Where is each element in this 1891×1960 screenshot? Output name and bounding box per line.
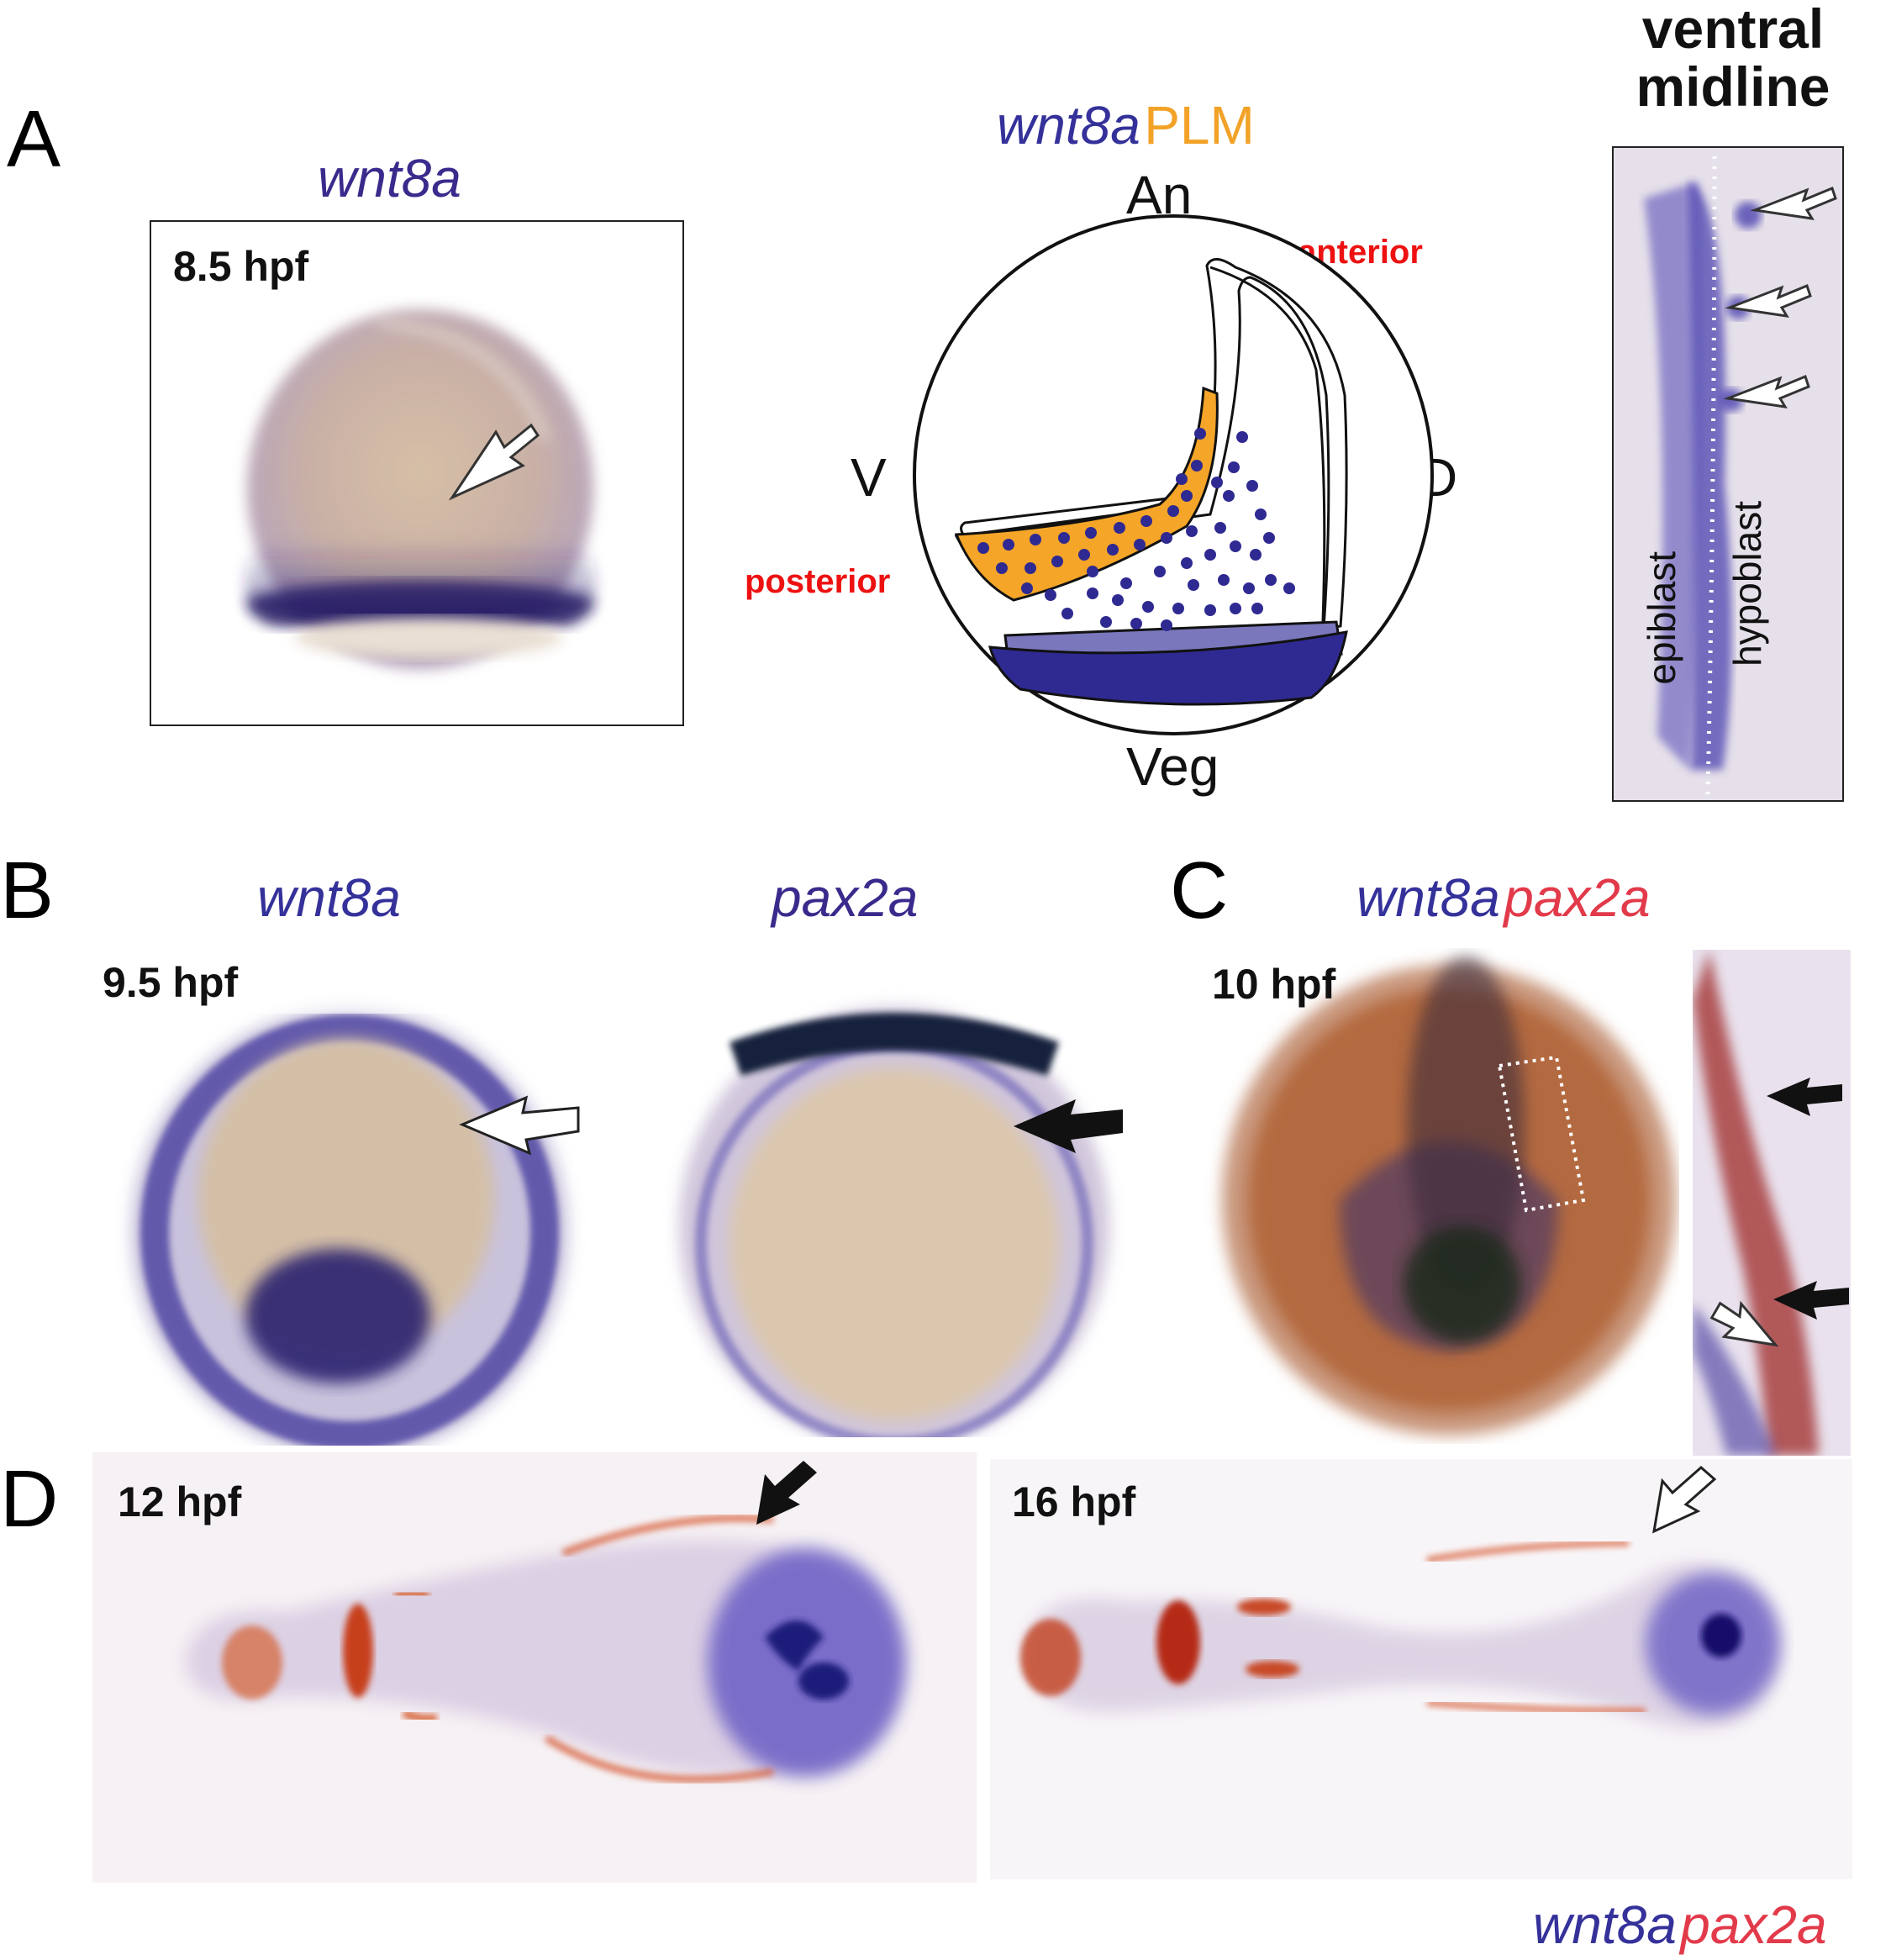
panel-a-embryo-image — [245, 309, 595, 669]
panel-a-embryo-photo: 8.5 hpf — [150, 220, 684, 726]
pole-animal-label: An — [1126, 165, 1193, 225]
panel-d-left-embryo-image — [92, 1452, 977, 1883]
panel-c-title: wnt8a pax2a — [1356, 871, 1651, 925]
panel-letter-d: D — [0, 1454, 59, 1544]
diagram-title-region: PLM — [1144, 95, 1255, 155]
legend-gene1: wnt8a — [1533, 1894, 1677, 1955]
panel-c-photo: 10 hpf — [1197, 948, 1679, 1444]
section-title: ventral midline — [1636, 0, 1830, 119]
panel-letter-c: C — [1170, 846, 1229, 935]
panel-d-left-photo: 12 hpf — [92, 1452, 977, 1883]
panel-a-diagram-title: wnt8a PLM — [997, 94, 1255, 156]
panel-d-right-photo: 16 hpf — [990, 1459, 1852, 1879]
panel-letter-b: B — [0, 846, 55, 935]
panel-b-right-photo — [656, 967, 1126, 1437]
panel-a-stage-label: 8.5 hpf — [173, 243, 309, 290]
panel-b-right-title: pax2a — [772, 867, 919, 928]
panel-b-right-embryo-image — [679, 1007, 1109, 1437]
white-arrow-icon — [1723, 187, 1837, 408]
diagram-title-gene: wnt8a — [997, 95, 1140, 155]
white-arrow-icon — [1709, 1300, 1779, 1347]
black-arrow-icon — [1767, 1077, 1849, 1320]
panel-d-right-embryo-image — [990, 1459, 1852, 1879]
panel-b-stage-label: 9.5 hpf — [103, 959, 239, 1006]
panel-b-left-photo: 9.5 hpf — [89, 946, 603, 1446]
panel-c-inset-photo — [1693, 950, 1851, 1456]
panel-d-legend: wnt8a pax2a — [1533, 1898, 1827, 1952]
white-arrow-icon — [459, 1095, 580, 1156]
panel-d-right-stage-label: 16 hpf — [1012, 1478, 1136, 1525]
panel-a-section-photo: epiblast hypoblast — [1612, 146, 1844, 802]
panel-b-left-title: wnt8a — [257, 867, 401, 928]
legend-gene2: pax2a — [1680, 1894, 1827, 1955]
panel-a-photo-title: wnt8a — [318, 148, 461, 208]
panel-c-title-gene1: wnt8a — [1356, 867, 1500, 928]
white-arrow-icon — [448, 423, 540, 501]
section-epiblast-label: epiblast — [1640, 551, 1683, 685]
panel-letter-a: A — [7, 94, 61, 184]
section-hypoblast-label: hypoblast — [1725, 501, 1769, 667]
white-arrow-icon — [1652, 1466, 1717, 1534]
panel-c-embryo-image — [1222, 956, 1676, 1436]
axis-posterior-label: posterior — [745, 563, 891, 600]
side-ventral-label: V — [851, 447, 887, 508]
pole-vegetal-label: Veg — [1126, 736, 1219, 797]
panel-d-left-stage-label: 12 hpf — [118, 1478, 242, 1525]
panel-b-left-embryo-image — [89, 946, 603, 1446]
panel-c-inset-image — [1693, 950, 1851, 1456]
panel-c-stage-label: 10 hpf — [1212, 961, 1336, 1008]
black-arrow-icon — [1014, 1099, 1123, 1153]
section-image — [1614, 148, 1842, 800]
panel-c-title-gene2: pax2a — [1504, 867, 1651, 928]
black-arrow-icon — [756, 1461, 817, 1525]
